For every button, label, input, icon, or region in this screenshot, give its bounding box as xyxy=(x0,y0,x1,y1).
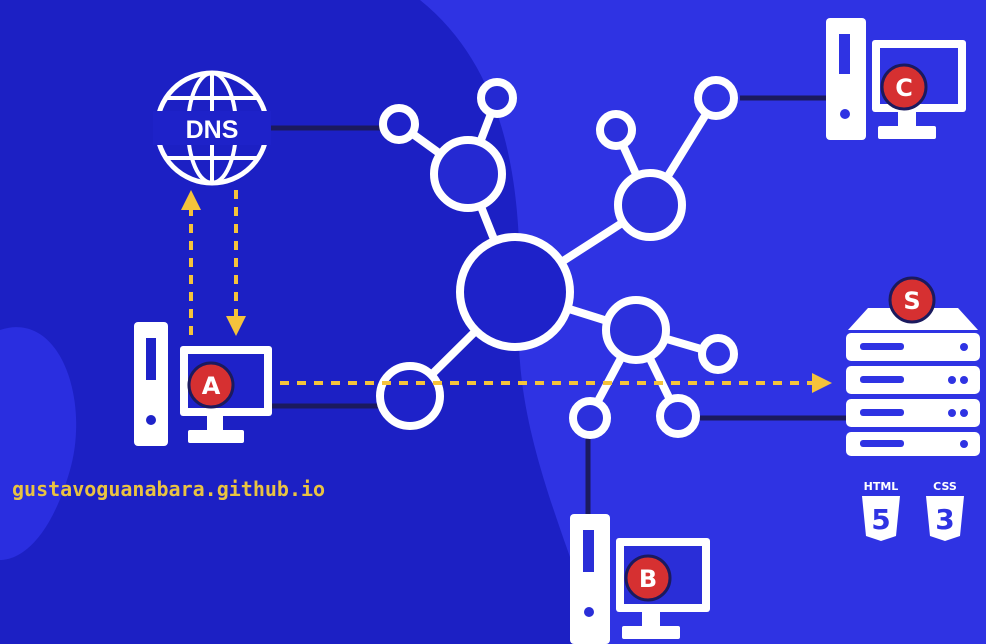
computer-c-icon: C xyxy=(826,18,966,140)
css3-icon: CSS 3 xyxy=(926,480,964,541)
hub-node-small xyxy=(596,110,636,150)
computer-c-label: C xyxy=(895,74,913,102)
hub-node-small xyxy=(656,394,700,438)
computer-b-icon: B xyxy=(570,514,710,644)
server-label: S xyxy=(903,287,920,315)
css-badge-label: CSS xyxy=(933,480,957,493)
hub-node-small xyxy=(569,397,611,439)
computer-a-label: A xyxy=(202,372,221,400)
hub-node xyxy=(602,296,670,364)
network-hub xyxy=(376,76,738,439)
hub-node-small xyxy=(694,76,738,120)
computer-b-label: B xyxy=(639,565,657,593)
hub-node-small xyxy=(477,78,517,118)
dns-label: DNS xyxy=(186,116,239,144)
url-label: gustavoguanabara.github.io xyxy=(12,477,325,501)
html5-icon: HTML 5 xyxy=(862,480,900,541)
link-lines xyxy=(270,95,848,520)
hub-node-small xyxy=(379,104,419,144)
hub-node xyxy=(376,362,444,430)
hub-node xyxy=(614,169,686,241)
server-icon: S xyxy=(846,276,980,456)
hub-node-small xyxy=(698,334,738,374)
html-badge-label: HTML xyxy=(864,480,899,493)
request-arrows xyxy=(181,190,832,393)
computer-a-icon: A xyxy=(134,322,272,446)
dns-globe-icon: DNS xyxy=(153,70,271,186)
hub-node xyxy=(430,136,506,212)
css-badge-number: 3 xyxy=(935,503,954,536)
background-blob xyxy=(0,327,77,560)
html-badge-number: 5 xyxy=(871,503,890,536)
hub-node-center xyxy=(456,233,574,351)
